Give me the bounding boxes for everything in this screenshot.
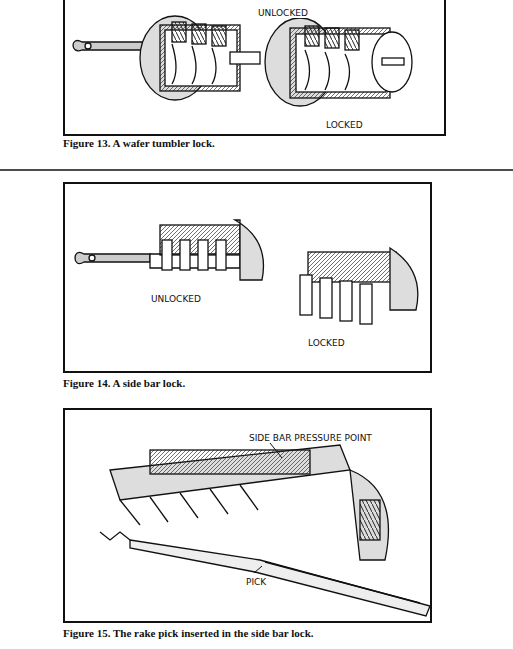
figure-caption: Figure 13. A wafer tumbler lock. [63, 137, 215, 149]
figure-panel: UNLOCKED LOCKED [63, 182, 432, 373]
divider-line [0, 169, 513, 171]
rake-pick-figure [100, 445, 430, 616]
part-label: LOCKED [307, 338, 346, 348]
leader-line [254, 566, 262, 573]
figure-panel: UNLOCKED LOCKED [63, 0, 446, 136]
side-bar-lock-figure [75, 220, 418, 324]
figure-caption: Figure 14. A side bar lock. [63, 377, 185, 389]
part-label: LOCKED [325, 120, 364, 130]
leader-line [270, 443, 282, 458]
wafer-lock-figure [73, 16, 412, 106]
part-label: UNLOCKED [150, 294, 202, 304]
part-label: PICK [245, 577, 267, 587]
figure-caption: Figure 15. The rake pick inserted in the… [63, 627, 314, 639]
figure-panel: SIDE BAR PRESSURE POINT PICK [63, 408, 432, 623]
part-label: UNLOCKED [257, 8, 309, 18]
part-label: SIDE BAR PRESSURE POINT [248, 433, 373, 443]
